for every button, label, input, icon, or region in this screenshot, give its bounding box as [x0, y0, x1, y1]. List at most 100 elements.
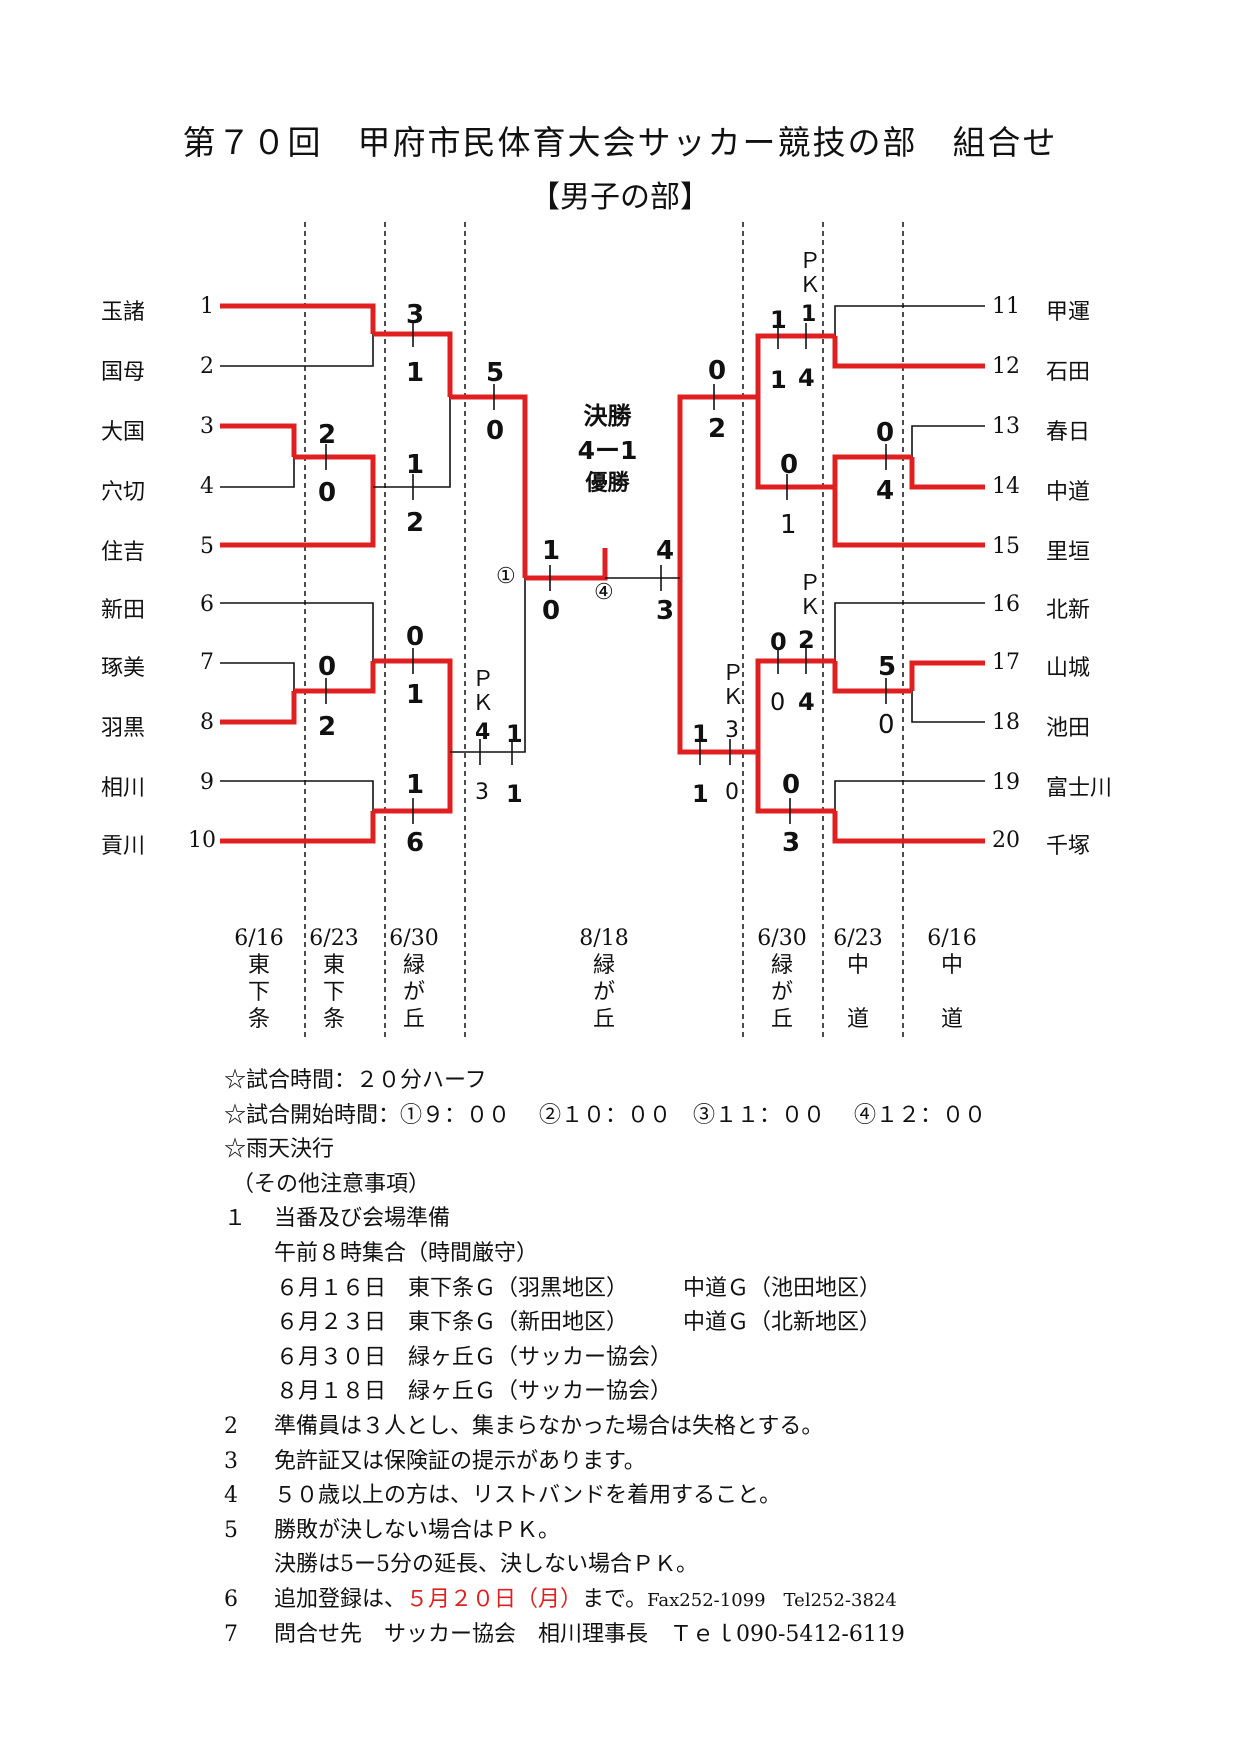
seed-number: 5 [200, 534, 214, 559]
pk-score-bottom: 4 [798, 688, 815, 716]
seed-number: 14 [992, 474, 1020, 499]
winner-path [755, 397, 835, 490]
team-name: 池田 [1046, 716, 1091, 741]
note-number: 6 [224, 1586, 238, 1612]
team-name: 大国 [101, 420, 146, 445]
note-number: 2 [224, 1413, 238, 1439]
venue-char: 道 [940, 1007, 963, 1032]
team-name: 琢美 [101, 656, 146, 681]
page-subtitle: 【男子の部】 [530, 180, 710, 215]
rain-note: ☆雨天決行 [224, 1137, 335, 1163]
match-date: 6/30 [757, 926, 807, 951]
venue-char: 下 [247, 980, 270, 1005]
team-name: 玉諸 [101, 300, 146, 325]
score-bottom: 1 [692, 780, 709, 808]
winner-path [373, 752, 453, 814]
match-time-note: ☆試合時間：２０分ハーフ [224, 1068, 487, 1093]
score-bottom: 1 [770, 366, 787, 394]
pk-label: ＰＫ [722, 661, 745, 710]
winner-path [220, 691, 297, 725]
seed-number: 13 [992, 414, 1020, 439]
note-line: ６月３０日 緑ヶ丘Ｇ（サッカー協会） [276, 1344, 673, 1370]
date-column: 6/16 東 下 条 [223, 925, 295, 1033]
seed-number: 15 [992, 534, 1020, 559]
match-number-right: ④ [594, 580, 614, 605]
winner-path [755, 658, 835, 752]
note-text: 勝敗が決しない場合はＰＫ。 [274, 1517, 561, 1543]
seed-number: 18 [992, 710, 1020, 735]
team-name: 相川 [101, 776, 146, 801]
note-item-2: 2 準備員は３人とし、集まらなかった場合は失格とする。 [224, 1410, 1224, 1445]
score-top: 0 [318, 652, 337, 682]
note-text: 準備員は３人とし、集まらなかった場合は失格とする。 [274, 1413, 824, 1439]
venue-char: 中 [846, 953, 869, 978]
note-text: まで。 [582, 1586, 648, 1612]
venue-char: 東 [322, 953, 345, 978]
match-date: 6/16 [234, 926, 284, 951]
seed-number: 6 [200, 592, 214, 617]
winner-path [909, 660, 985, 691]
team-name: 北新 [1046, 598, 1091, 623]
seed-number: 7 [200, 650, 214, 675]
team-name: 国母 [101, 360, 146, 385]
winner-path [220, 811, 376, 844]
pk-score-top: 1 [801, 302, 817, 327]
bracket-line [220, 780, 374, 811]
score-bottom: 1 [506, 780, 523, 808]
score-top: 1 [770, 306, 787, 334]
score-bottom: 2 [708, 414, 727, 444]
score-top: 0 [770, 628, 787, 656]
score-bottom: 3 [656, 596, 675, 626]
score-top: 4 [656, 536, 675, 566]
score-bottom: 6 [406, 828, 425, 858]
winner-path [909, 457, 985, 490]
score-bottom: 1 [406, 680, 425, 710]
note-line: 午前８時集合（時間厳守） [274, 1240, 539, 1266]
match-number-left: ① [496, 564, 516, 589]
venue-char [916, 979, 988, 1006]
page-title: 第７０回 甲府市民体育大会サッカー競技の部 組合せ [182, 123, 1058, 162]
pk-score-top: 4 [475, 720, 491, 745]
venue-char: 緑 [770, 953, 793, 978]
bracket-line [834, 305, 985, 336]
seed-number: 4 [200, 474, 214, 499]
score-top: 5 [878, 652, 897, 682]
bracket-line [834, 602, 985, 661]
winner-path [373, 658, 453, 752]
bracket-line [834, 780, 985, 811]
contact-numbers: Fax252-1099 Tel252-3824 [647, 1589, 897, 1611]
winner-path [832, 487, 985, 548]
score-top: 1 [406, 770, 425, 800]
winner-path [450, 394, 528, 578]
score-bottom: 0 [878, 710, 895, 740]
team-name: 中道 [1046, 480, 1091, 505]
note-line: ８月１８日 緑ヶ丘Ｇ（サッカー協会） [276, 1379, 673, 1405]
score-bottom: 0 [770, 688, 786, 716]
winner-path [294, 661, 376, 694]
score-top: 5 [486, 358, 505, 388]
score-top: 0 [406, 622, 425, 652]
venue-char: 丘 [770, 1007, 793, 1032]
score-top: 0 [782, 770, 801, 800]
date-column: 6/16 中 道 [916, 925, 988, 1033]
note-text: ５０歳以上の方は、リストバンドを着用すること。 [274, 1483, 782, 1509]
winner-path [677, 578, 758, 755]
seed-number: 1 [200, 294, 214, 319]
winner-path [677, 394, 758, 578]
note-line: ６月２３日 東下条Ｇ（新田地区） 中道Ｇ（北新地区） [276, 1310, 882, 1336]
winner-path [755, 752, 835, 814]
winner-path [832, 454, 912, 487]
score-bottom: 2 [406, 508, 425, 538]
venue-char: 下 [322, 980, 345, 1005]
seed-number: 16 [992, 592, 1020, 617]
team-name: 里垣 [1046, 540, 1091, 565]
score-top: 2 [318, 420, 337, 450]
score-top: 0 [876, 418, 895, 448]
date-column: 6/23 東 下 条 [298, 925, 370, 1033]
other-notes-heading: （その他注意事項） [232, 1171, 431, 1197]
note-text: 免許証又は保険証の提示があります。 [274, 1448, 646, 1474]
bracket-line [220, 457, 295, 488]
seed-number: 20 [992, 828, 1020, 853]
pk-label: ＰＫ [799, 571, 822, 620]
